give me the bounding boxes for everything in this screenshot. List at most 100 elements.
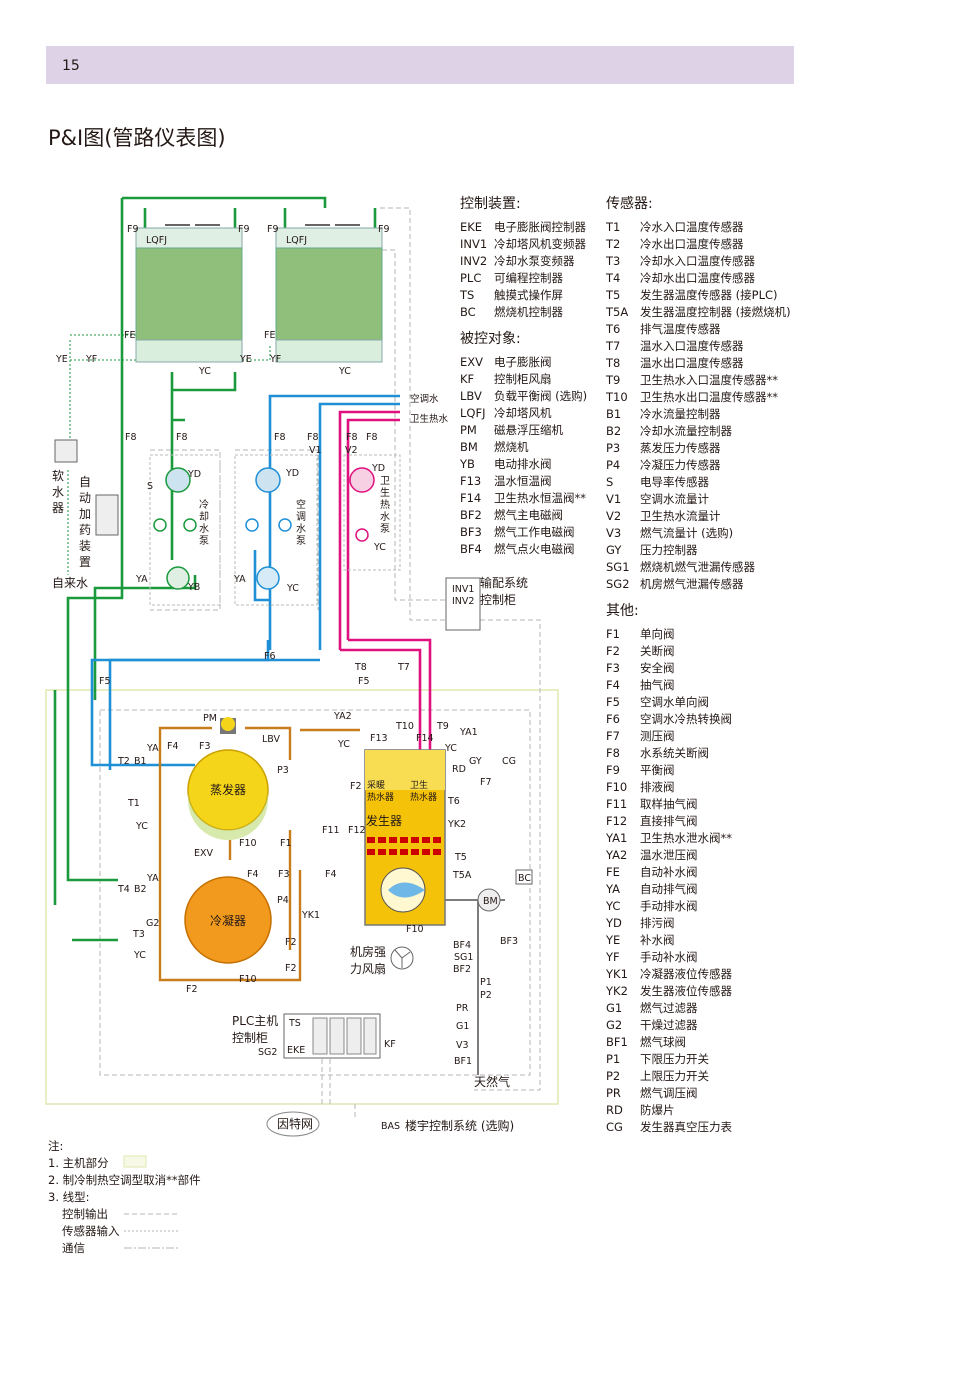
legend-name: 取样抽气阀 — [640, 797, 698, 811]
rd-tag: RD — [452, 764, 466, 775]
legend-name: 燃气调压阀 — [640, 1086, 698, 1100]
dhw-filter — [349, 467, 375, 493]
condenser-vessel — [184, 876, 272, 964]
t8-tag: T8 — [354, 662, 367, 673]
legend-code: YK1 — [606, 967, 628, 981]
legend-name: 冷水入口温度传感器 — [640, 220, 744, 234]
legend-code: F1 — [606, 627, 620, 641]
legend-name: 冷却水流量控制器 — [640, 424, 732, 438]
ac-water-label: 空调水 — [410, 393, 439, 405]
legend-name: 蒸发压力传感器 — [640, 441, 721, 455]
legend-row: BF3 燃气工作电磁阀 — [460, 524, 587, 541]
legend-code: YA2 — [606, 848, 628, 862]
sg1-tag: SG1 — [454, 952, 473, 963]
legend-code: G2 — [606, 1018, 623, 1032]
lbv-tag: LBV — [262, 734, 281, 745]
yf-tag-1: YF — [85, 354, 97, 365]
legend-name: 电导率传感器 — [640, 475, 709, 489]
legend-code: LQFJ — [460, 406, 486, 420]
chilled-expansion-tank — [256, 566, 280, 590]
f3-tag-1: F3 — [199, 741, 211, 752]
legend-name: 排污阀 — [640, 916, 675, 930]
legend-code: T3 — [606, 254, 621, 268]
legend-name: 电子膨胀阀控制器 — [494, 220, 586, 234]
plc-cabinet-label-1: PLC主机 — [232, 1014, 278, 1028]
hot-water-lines — [338, 410, 432, 760]
cooling-pump-group — [149, 454, 221, 606]
dhw-pump-char-1: 卫 — [380, 476, 390, 487]
legend-code: F5 — [606, 695, 620, 709]
legend-name: 电动排水阀 — [494, 457, 552, 471]
legend-code: P1 — [606, 1052, 621, 1066]
cooling-pump-2 — [183, 518, 197, 532]
dhw-pump-group — [343, 454, 401, 571]
chilled-pump-char-2: 调 — [296, 511, 306, 523]
softener-char-3: 器 — [52, 501, 64, 515]
legend-row: T1 冷水入口温度传感器 — [606, 219, 791, 236]
ye-tag-2: YE — [239, 354, 252, 365]
legend-name: 燃气球阀 — [640, 1035, 686, 1049]
legend-code: F13 — [460, 474, 482, 488]
legend-name: 燃气工作电磁阀 — [494, 525, 575, 539]
chilled-pump-1 — [245, 518, 259, 532]
tower1-fan-label: LQFJ — [146, 235, 167, 246]
fe-tag-1: FE — [124, 330, 135, 341]
dhw-pump-char-2: 生 — [380, 486, 390, 499]
legend-name: 温水恒温阀 — [494, 474, 552, 488]
p4-tag: P4 — [277, 895, 289, 906]
legend-name: 燃气主电磁阀 — [494, 508, 563, 522]
legend-code: T8 — [606, 356, 621, 370]
legend-code: YC — [606, 899, 621, 913]
legend-code: YD — [606, 916, 622, 930]
legend-name: 卫生热水出口温度传感器** — [640, 390, 778, 404]
legend-name: 排气温度传感器 — [640, 322, 721, 336]
legend-name: 磁悬浮压缩机 — [494, 423, 563, 437]
legend-row: BF1 燃气球阀 — [606, 1034, 791, 1051]
softener-unit — [54, 439, 78, 463]
s-tag: S — [147, 481, 153, 492]
legend-code: T1 — [606, 220, 621, 234]
legend-code: BF1 — [606, 1035, 628, 1049]
yc-tag-pump: YC — [286, 583, 299, 594]
t9-tag: T9 — [436, 721, 449, 732]
pr-tag: PR — [456, 1003, 469, 1014]
cooling-expansion-tank — [166, 566, 190, 590]
legend-name: 燃烧机燃气泄漏传感器 — [640, 560, 755, 574]
f8-tag-4: F8 — [307, 432, 319, 443]
legend-code: BF3 — [460, 525, 482, 539]
generator-vessel — [364, 749, 446, 926]
yc-tag-tower1: YC — [198, 366, 211, 377]
ya-tag-2: YA — [233, 574, 246, 585]
legend-code: KF — [460, 372, 475, 386]
dosing-char-4: 药 — [79, 523, 91, 537]
legend-name: 燃烧机 — [494, 440, 529, 454]
ya2-tag: YA2 — [333, 711, 352, 722]
t7-tag: T7 — [397, 662, 410, 673]
legend-name: 冷却塔风机变频器 — [494, 237, 586, 251]
f5-tag-1: F5 — [99, 676, 111, 687]
t10-tag: T10 — [395, 721, 414, 732]
t6-tag: T6 — [447, 796, 460, 807]
yk2-tag: YK2 — [447, 819, 466, 830]
legend-name: 抽气阀 — [640, 678, 675, 692]
